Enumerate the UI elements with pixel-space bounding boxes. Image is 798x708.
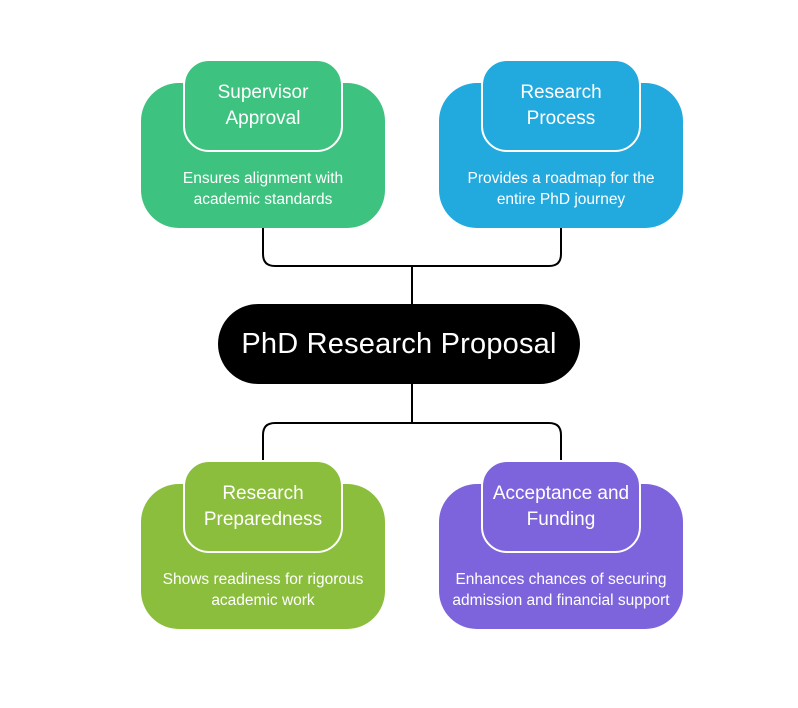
node-research-process: Provides a roadmap for the entire PhD jo…	[439, 59, 683, 228]
node-research-process-subtitle: Provides a roadmap for the entire PhD jo…	[467, 170, 655, 208]
node-acceptance-and-funding-subtitle: Enhances chances of securing admission a…	[452, 571, 670, 609]
node-acceptance-and-funding-title: Acceptance and Funding	[492, 483, 630, 530]
node-supervisor-approval-subtitle: Ensures alignment with academic standard…	[182, 170, 344, 208]
node-supervisor-approval-header: Supervisor Approval	[183, 59, 343, 152]
node-supervisor-approval: Ensures alignment with academic standard…	[141, 59, 385, 228]
node-acceptance-and-funding: Enhances chances of securing admission a…	[439, 460, 683, 629]
node-research-preparedness-subtitle: Shows readiness for rigorous academic wo…	[162, 571, 364, 609]
root-node-label: PhD Research Proposal	[241, 327, 557, 360]
connector-top-bracket	[262, 228, 562, 267]
node-research-preparedness: Shows readiness for rigorous academic wo…	[141, 460, 385, 629]
node-research-process-header: Research Process	[481, 59, 641, 152]
node-supervisor-approval-title: Supervisor Approval	[217, 82, 309, 129]
connector-bottom-bracket	[262, 422, 562, 460]
node-research-process-title: Research Process	[520, 82, 602, 129]
root-node-phd-research-proposal: PhD Research Proposal	[218, 304, 580, 384]
node-acceptance-and-funding-header: Acceptance and Funding	[481, 460, 641, 553]
node-research-preparedness-header: Research Preparedness	[183, 460, 343, 553]
node-research-preparedness-title: Research Preparedness	[203, 483, 323, 530]
